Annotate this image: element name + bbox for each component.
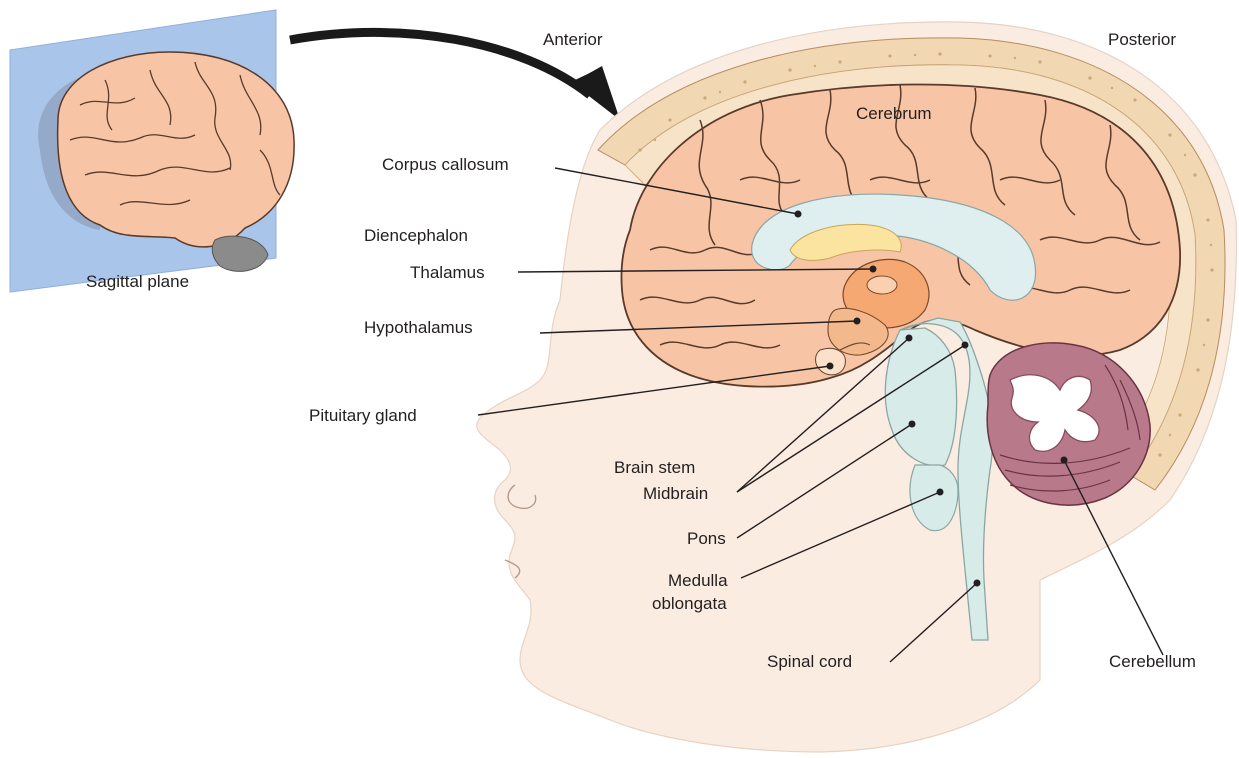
label-cerebrum: Cerebrum (856, 104, 932, 124)
label-corpus-callosum: Corpus callosum (382, 155, 509, 175)
label-hypothalamus: Hypothalamus (364, 318, 473, 338)
label-pituitary-gland: Pituitary gland (309, 406, 417, 426)
label-pons: Pons (687, 529, 726, 549)
label-cerebellum: Cerebellum (1109, 652, 1196, 672)
sagittal-plane-inset (10, 10, 294, 292)
label-posterior: Posterior (1108, 30, 1176, 50)
label-thalamus: Thalamus (410, 263, 485, 283)
label-medulla-line1: Medulla (668, 571, 728, 591)
label-medulla-line2: oblongata (652, 594, 727, 614)
label-spinal-cord: Spinal cord (767, 652, 852, 672)
label-diencephalon: Diencephalon (364, 226, 468, 246)
small-brain (58, 52, 295, 247)
interthalamic-adhesion (867, 276, 897, 294)
label-brain-stem: Brain stem (614, 458, 695, 478)
label-anterior: Anterior (543, 30, 603, 50)
label-midbrain: Midbrain (643, 484, 708, 504)
label-sagittal-plane: Sagittal plane (86, 272, 189, 292)
